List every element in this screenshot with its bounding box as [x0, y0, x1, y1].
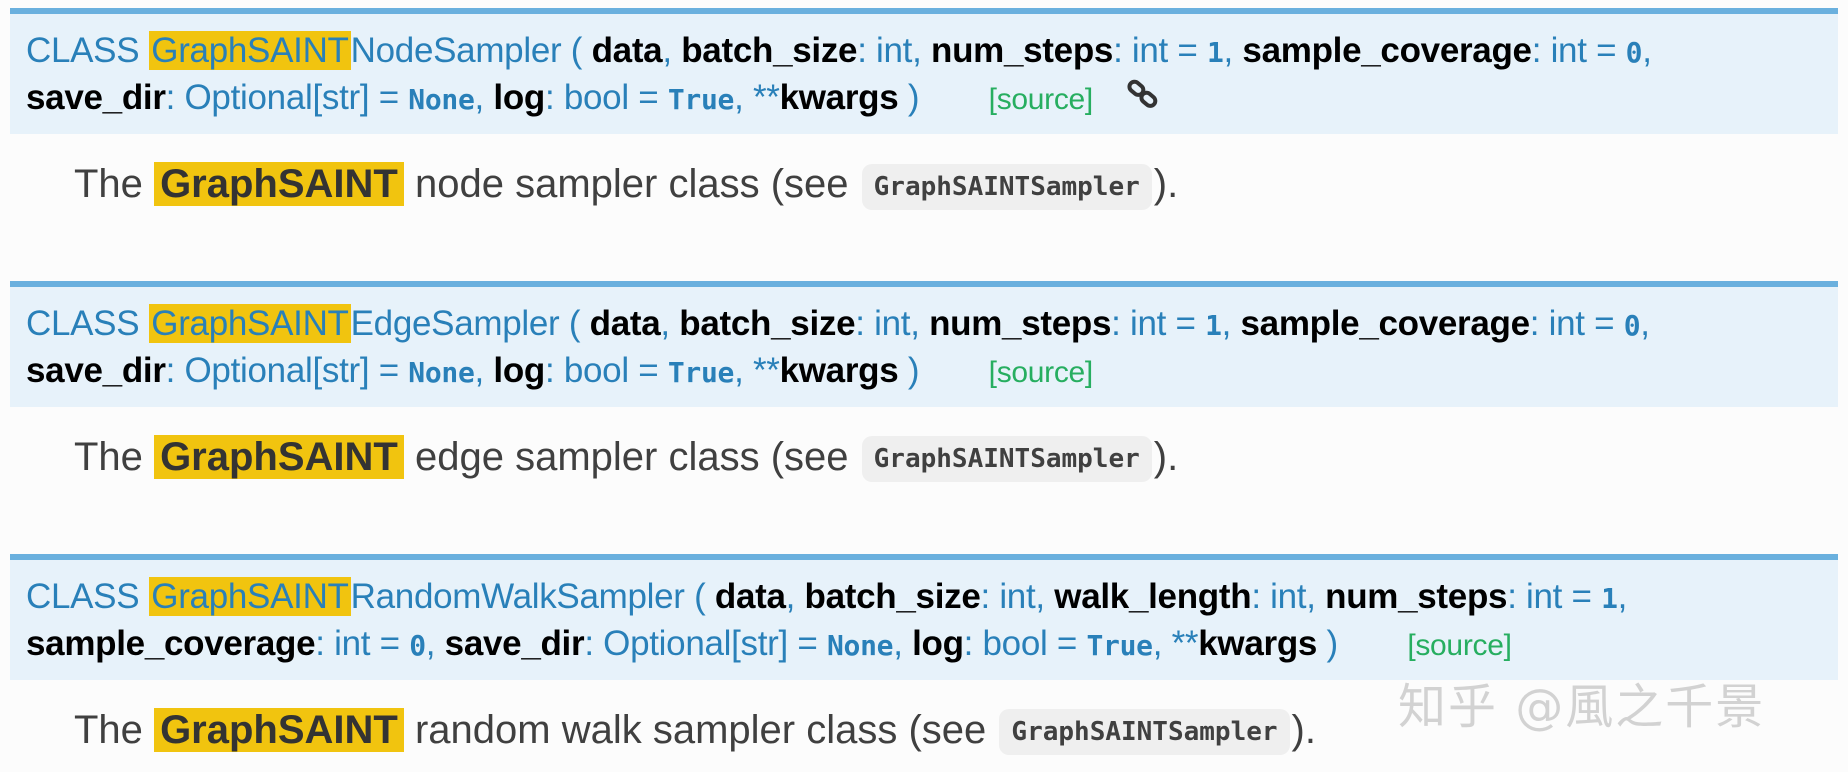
- class-keyword: CLASS: [26, 304, 140, 343]
- param-kwargs: **kwargs: [752, 78, 899, 117]
- open-paren: (: [694, 577, 706, 616]
- source-link[interactable]: [source]: [1407, 629, 1512, 662]
- close-paren: ): [907, 351, 920, 390]
- param-save-dir: save_dir: Optional[str] = None,: [26, 78, 484, 117]
- param-num-steps: num_steps: int = 1,: [929, 304, 1232, 343]
- code-reference[interactable]: GraphSAINTSampler: [999, 709, 1290, 756]
- link-icon[interactable]: [1126, 77, 1160, 122]
- param-data: data,: [589, 304, 671, 343]
- search-highlight: GraphSAINT: [154, 708, 404, 752]
- param-batch-size: batch_size: int,: [681, 31, 922, 70]
- close-paren: ): [1326, 624, 1339, 663]
- code-reference[interactable]: GraphSAINTSampler: [861, 436, 1152, 483]
- search-highlight: GraphSAINT: [149, 304, 351, 343]
- open-paren: (: [568, 304, 581, 343]
- class-name-suffix: EdgeSampler: [350, 304, 560, 343]
- param-kwargs: **kwargs: [1171, 624, 1318, 663]
- param-data: data,: [714, 577, 796, 616]
- param-save-dir: save_dir: Optional[str] = None,: [26, 351, 484, 390]
- class-keyword: CLASS: [26, 577, 140, 616]
- source-link[interactable]: [source]: [988, 356, 1094, 389]
- param-data: data,: [591, 31, 673, 70]
- param-walk-length: walk_length: int,: [1054, 577, 1316, 616]
- param-log: log: bool = True,: [493, 351, 744, 390]
- class-name-suffix: RandomWalkSampler: [350, 577, 685, 616]
- class-name-suffix: NodeSampler: [350, 31, 562, 70]
- source-link[interactable]: [source]: [988, 83, 1094, 116]
- code-reference[interactable]: GraphSAINTSampler: [861, 163, 1152, 210]
- param-save-dir: save_dir: Optional[str] = None,: [444, 624, 903, 663]
- search-highlight: GraphSAINT: [154, 162, 404, 207]
- param-sample-coverage: sample_coverage: int = 0,: [26, 624, 436, 663]
- watermark: 知乎 @風之千景: [1398, 679, 1766, 735]
- search-highlight: GraphSAINT: [149, 31, 351, 70]
- param-num-steps: num_steps: int = 1,: [930, 31, 1233, 70]
- class-description: The GraphSAINT edge sampler class (see G…: [10, 407, 1838, 487]
- class-keyword: CLASS: [26, 31, 140, 70]
- search-highlight: GraphSAINT: [154, 435, 404, 479]
- param-batch-size: batch_size: int,: [679, 304, 920, 343]
- param-log: log: bool = True,: [493, 78, 744, 117]
- param-log: log: bool = True,: [912, 624, 1163, 663]
- class-description: The GraphSAINT random walk sampler class…: [10, 680, 1838, 760]
- param-sample-coverage: sample_coverage: int = 0,: [1242, 31, 1652, 70]
- param-num-steps: num_steps: int = 1,: [1325, 577, 1628, 616]
- open-paren: (: [570, 31, 583, 70]
- class-description: The GraphSAINT node sampler class (see G…: [10, 134, 1838, 214]
- param-kwargs: **kwargs: [752, 351, 899, 390]
- search-highlight: GraphSAINT: [149, 577, 351, 616]
- param-sample-coverage: sample_coverage: int = 0,: [1240, 304, 1651, 343]
- param-batch-size: batch_size: int,: [804, 577, 1046, 616]
- close-paren: ): [907, 78, 920, 117]
